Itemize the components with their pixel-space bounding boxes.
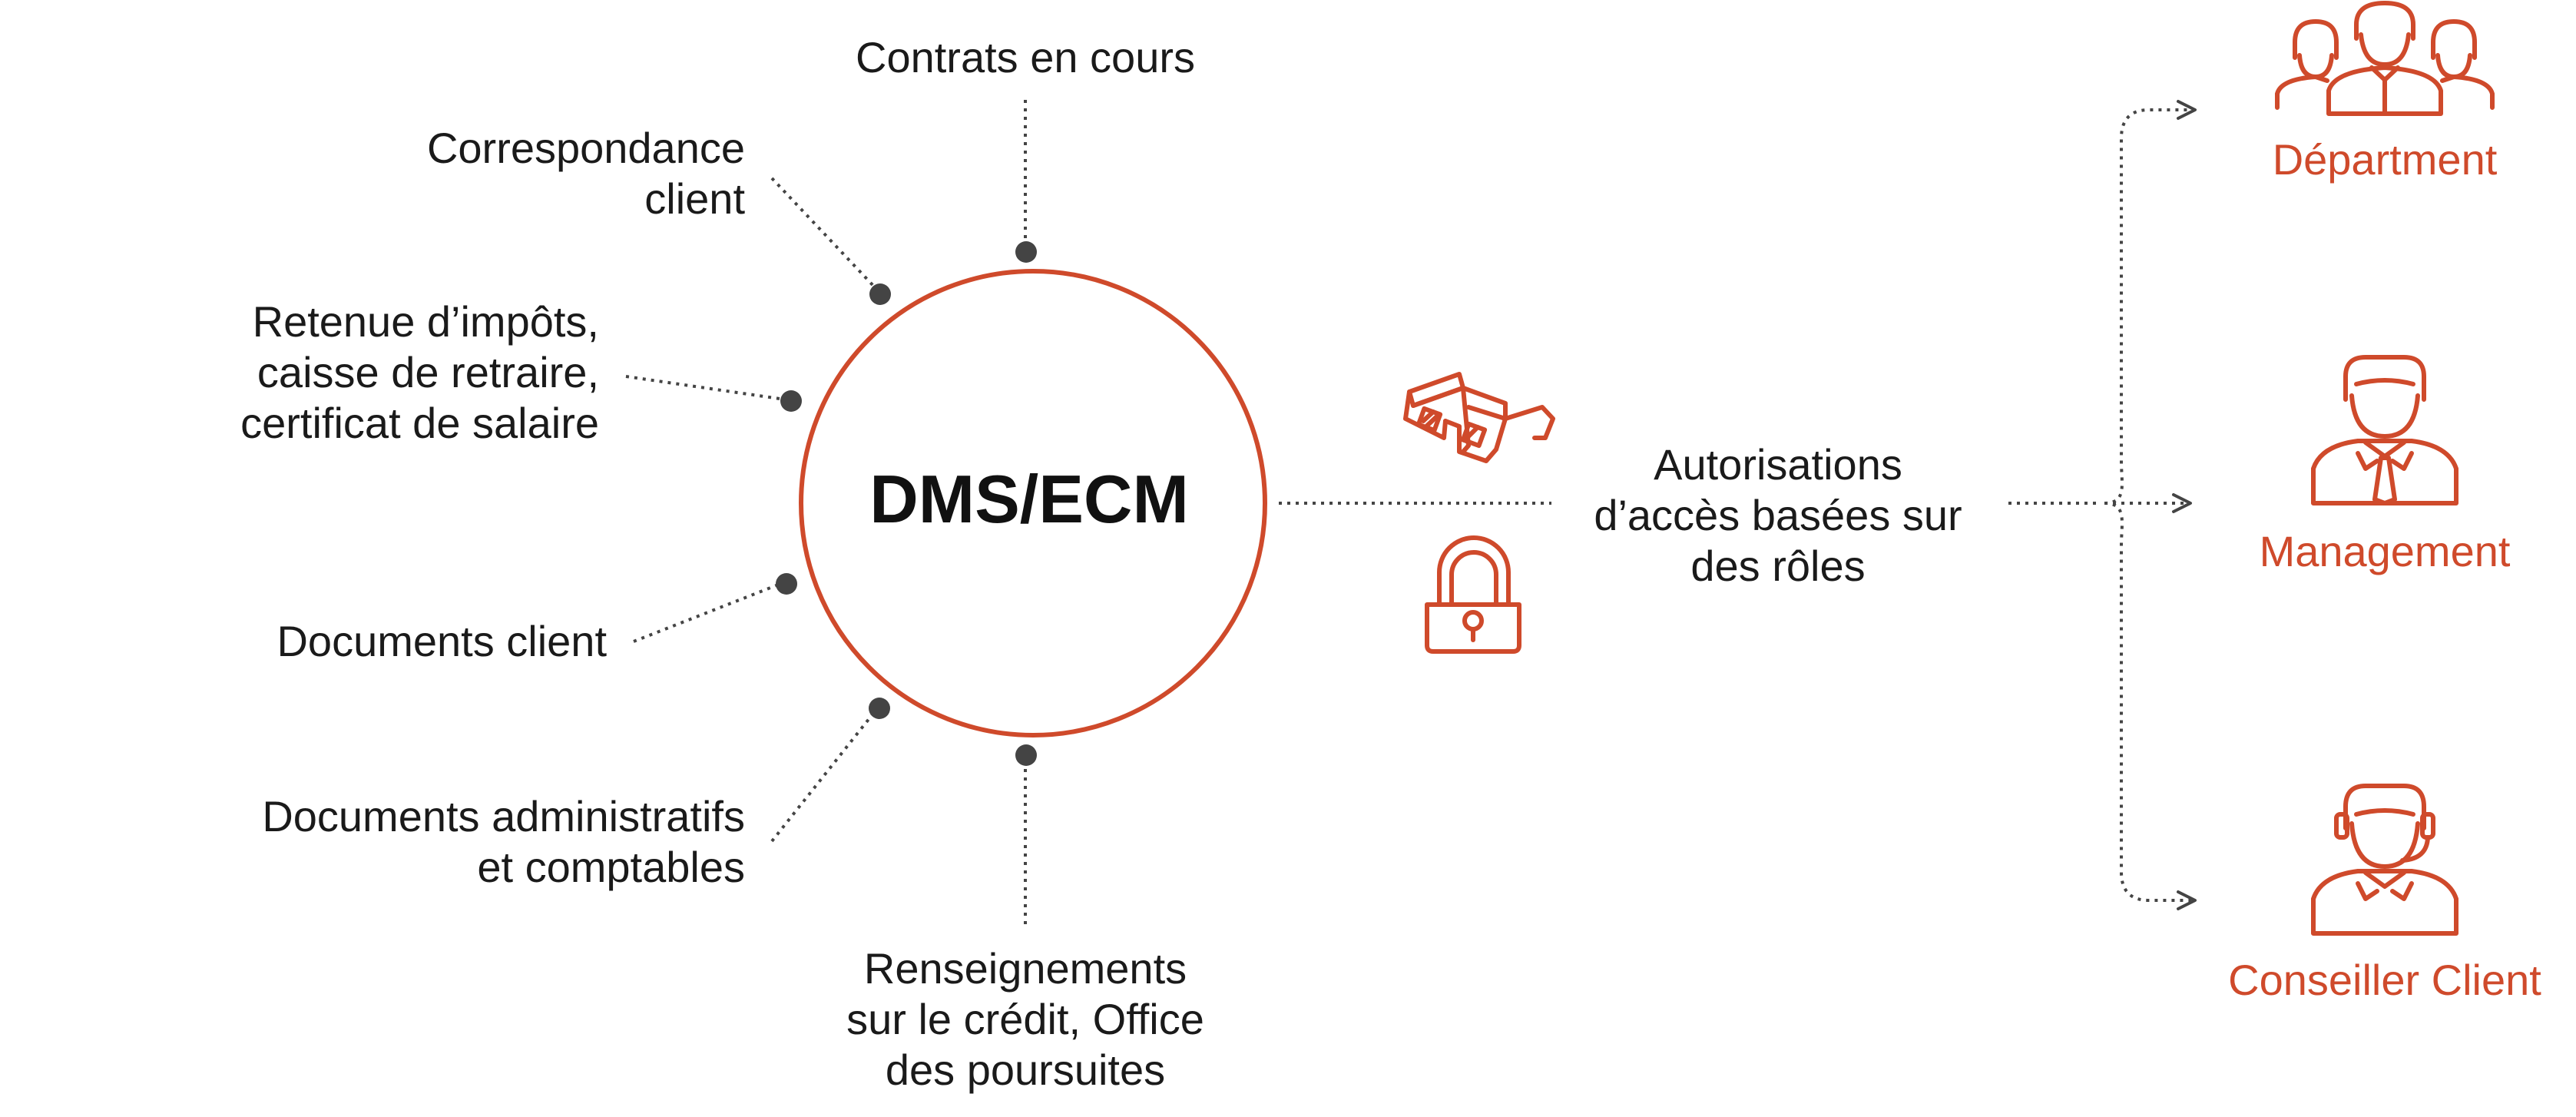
- label-renseignements-line: sur le crédit, Office: [846, 995, 1204, 1043]
- label-documents-admin-line: Documents administratifs: [262, 792, 745, 840]
- dot-documents-client: [776, 573, 797, 595]
- label-contrats: Contrats en cours: [856, 33, 1195, 81]
- label-access-line: Autorisations: [1654, 440, 1902, 489]
- label-correspondance-line: client: [644, 174, 745, 223]
- connector-retenue: [625, 375, 786, 401]
- connector-dots: [776, 241, 1037, 766]
- label-access-line: d’accès basées sur: [1594, 491, 1962, 539]
- dot-retenue: [780, 390, 802, 412]
- role-label-management: Management: [2259, 527, 2511, 575]
- label-correspondance: Correspondance client: [284, 123, 745, 224]
- label-documents-admin: Documents administratifs et comptables: [131, 791, 745, 893]
- dot-documents-admin: [869, 698, 890, 719]
- glasses-3d-icon: [1403, 372, 1555, 463]
- label-correspondance-line: Correspondance: [426, 124, 745, 172]
- role-label-department: Départment: [2272, 135, 2498, 184]
- team-icon: [2275, 1, 2495, 116]
- connector-documents-admin: [770, 709, 877, 843]
- hub-title: DMS/ECM: [869, 461, 1189, 537]
- dot-correspondance: [869, 283, 891, 305]
- role-label-conseiller-client: Conseiller Client: [2228, 956, 2541, 1004]
- manager-icon: [2311, 355, 2458, 505]
- connector-correspondance: [770, 177, 877, 290]
- connector-documents-client: [633, 582, 781, 643]
- label-documents-admin-line: et comptables: [477, 843, 745, 891]
- dot-renseignements: [1015, 744, 1037, 766]
- label-retenue-line: caisse de retraire,: [257, 348, 599, 396]
- brace-lower: [2104, 502, 2197, 910]
- label-access-line: des rôles: [1690, 542, 1866, 590]
- label-documents-client: Documents client: [276, 617, 607, 665]
- label-retenue: Retenue d’impôts, caisse de retraire, ce…: [138, 297, 599, 449]
- source-connectors: [625, 100, 1027, 930]
- label-retenue-line: Retenue d’impôts,: [252, 297, 599, 346]
- support-agent-icon: [2311, 784, 2458, 936]
- dot-contrats: [1015, 241, 1037, 263]
- label-renseignements-line: des poursuites: [885, 1046, 1166, 1094]
- padlock-icon: [1425, 535, 1521, 654]
- brace-upper: [2104, 100, 2197, 505]
- hub-circle: [799, 269, 1267, 737]
- label-access: Autorisations d’accès basées sur des rôl…: [1551, 439, 2005, 592]
- label-retenue-line: certificat de salaire: [240, 399, 599, 447]
- label-renseignements-line: Renseignements: [863, 944, 1187, 993]
- label-renseignements: Renseignements sur le crédit, Office des…: [795, 943, 1256, 1095]
- role-brace: [2008, 100, 2197, 910]
